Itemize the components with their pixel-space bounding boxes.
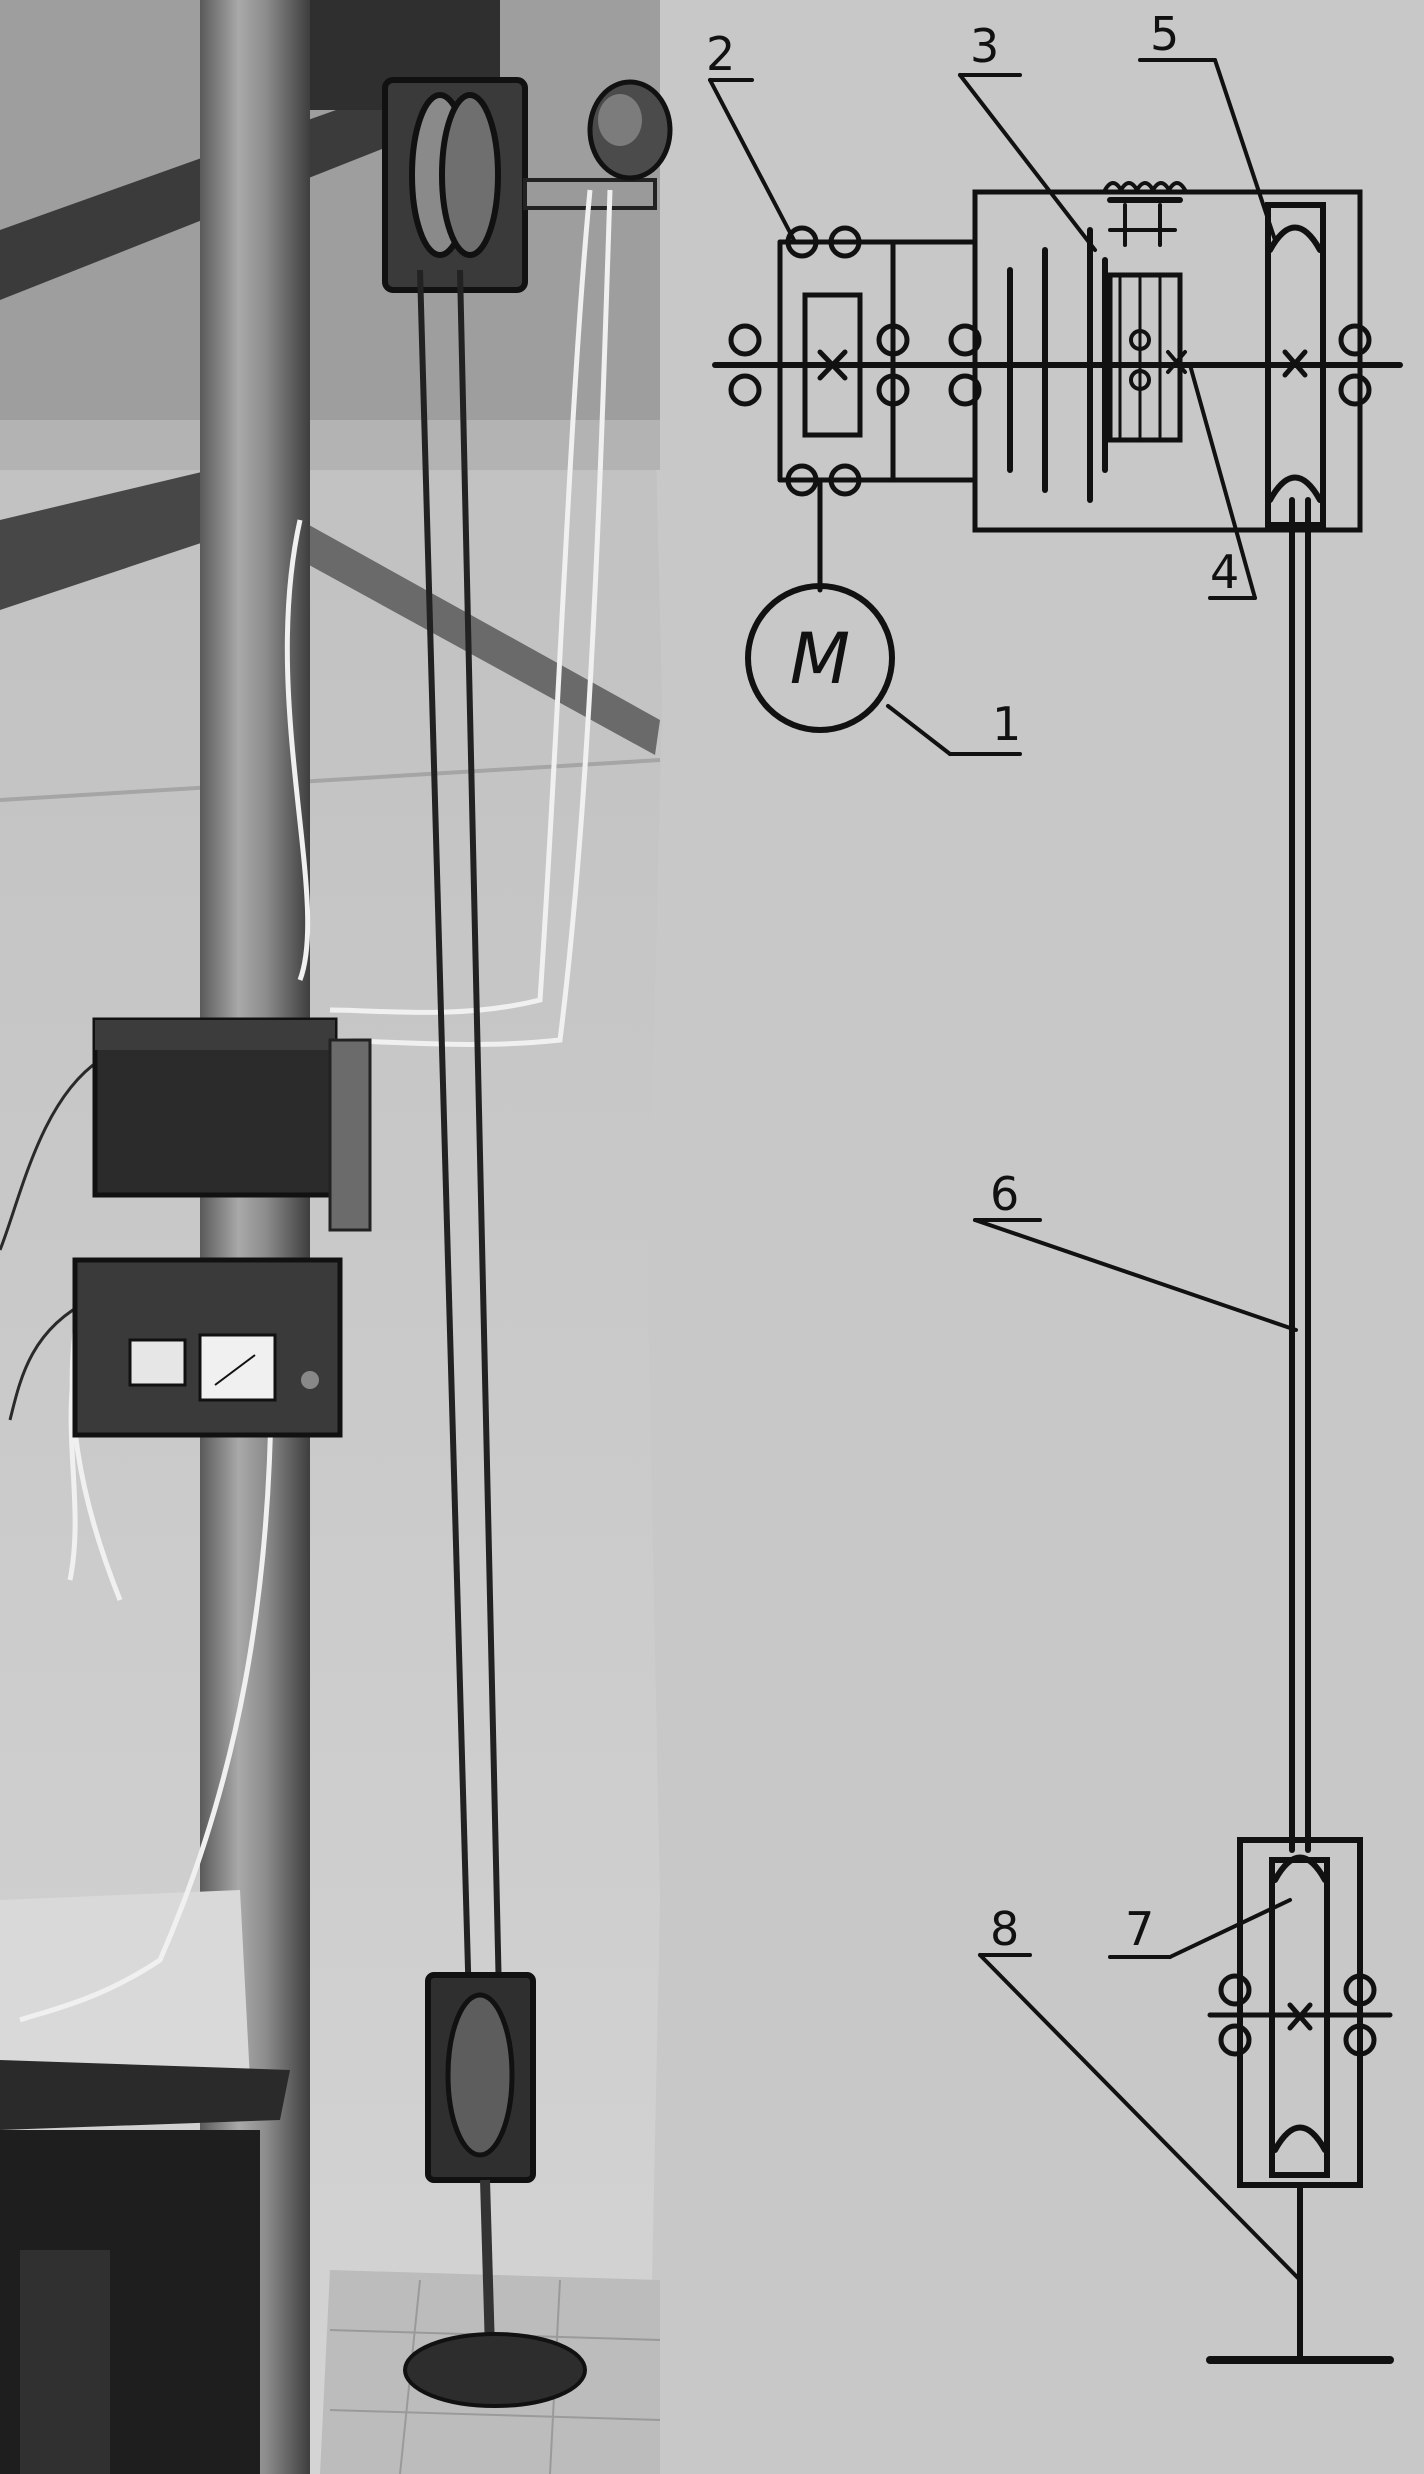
top-pulley-block xyxy=(382,77,673,293)
callout-6: 6 xyxy=(990,1167,1019,1221)
motor-label: M xyxy=(790,618,850,700)
rope-left xyxy=(417,269,473,2041)
bearings xyxy=(728,225,1377,2057)
lower-pulley-block xyxy=(403,1972,587,2408)
control-box-upper xyxy=(92,1017,372,1232)
rope-scheme xyxy=(1289,497,1311,1853)
callout-7: 7 xyxy=(1125,1902,1154,1956)
cable-tray xyxy=(300,520,660,755)
callout-5: 5 xyxy=(1150,7,1179,61)
desk-items xyxy=(0,1890,250,2100)
left-bearing-frame xyxy=(712,239,1403,483)
rope-right xyxy=(457,269,503,2041)
leader-lines xyxy=(708,58,1302,2282)
weight-plate xyxy=(403,2332,587,2408)
gearbox-housing xyxy=(972,189,1363,533)
top-pulley xyxy=(1265,202,1326,528)
rig-photo xyxy=(0,0,673,2474)
load-hanger xyxy=(1206,2182,1394,2364)
ammeter-gauge xyxy=(128,1338,187,1387)
gear-stages xyxy=(1007,181,1187,503)
callout-2: 2 xyxy=(706,27,735,81)
callout-3: 3 xyxy=(970,19,999,73)
kinematic-scheme xyxy=(708,58,1403,2364)
callout-1: 1 xyxy=(992,697,1021,751)
measurement-box xyxy=(72,1257,343,1438)
motor-symbol xyxy=(745,477,895,733)
lower-pulley-scheme xyxy=(1207,1837,1393,2188)
desk-top xyxy=(0,2060,290,2130)
callout-4: 4 xyxy=(1210,545,1239,599)
callout-8: 8 xyxy=(990,1902,1019,1956)
ceiling-beam xyxy=(0,470,240,610)
